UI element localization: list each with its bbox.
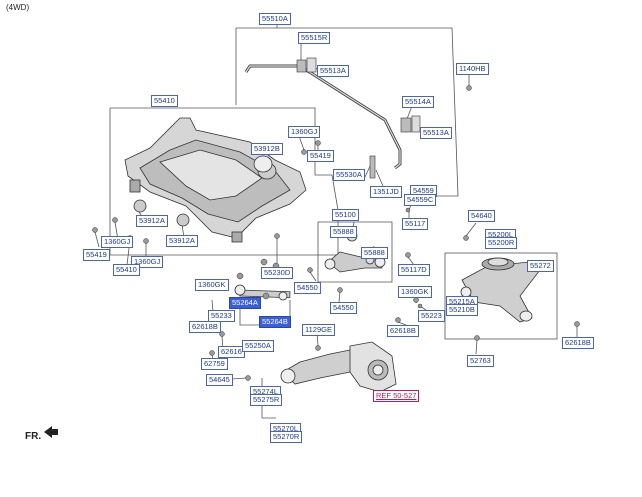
part-label[interactable]: 62616 <box>218 346 245 358</box>
part-label[interactable]: 55272 <box>527 260 554 272</box>
part-label[interactable]: 1360GJ <box>101 236 134 248</box>
trailing-arm-shape <box>280 341 397 393</box>
lower-arm-box <box>444 252 558 340</box>
part-label[interactable]: 55513A <box>317 65 349 77</box>
part-label[interactable]: 54645 <box>206 374 233 386</box>
drive-type-header: (4WD) <box>6 3 30 12</box>
part-label[interactable]: 55419 <box>83 249 110 261</box>
part-label[interactable]: 62618B <box>562 337 594 349</box>
part-label[interactable]: 55514A <box>402 96 434 108</box>
part-label[interactable]: 55270R <box>270 431 303 443</box>
part-label[interactable]: 62618B <box>189 321 221 333</box>
front-direction-label: FR. <box>25 431 42 442</box>
reference-link[interactable]: REF 50-527 <box>373 390 420 402</box>
part-label[interactable]: 55888 <box>361 247 388 259</box>
part-label[interactable]: 55250A <box>242 340 274 352</box>
part-label[interactable]: 62618B <box>387 325 419 337</box>
crossmember-box <box>109 107 339 256</box>
part-label[interactable]: 55210B <box>446 304 478 316</box>
part-label[interactable]: 1360GK <box>398 286 432 298</box>
part-label[interactable]: 54559C <box>404 194 437 206</box>
part-label[interactable]: 55117 <box>402 218 429 230</box>
part-label[interactable]: 55515R <box>298 32 331 44</box>
part-label[interactable]: 55510A <box>259 13 291 25</box>
part-label[interactable]: 54550 <box>330 302 357 314</box>
part-label[interactable]: 55200R <box>485 237 518 249</box>
crossmember-shape <box>124 117 307 243</box>
front-arrow-icon <box>44 426 58 438</box>
part-label[interactable]: 55100 <box>332 209 359 221</box>
upper-arm-shape <box>324 230 386 273</box>
part-label[interactable]: 54640 <box>468 210 495 222</box>
part-label[interactable]: 53912A <box>136 215 168 227</box>
part-label[interactable]: 55888 <box>330 226 357 238</box>
part-label-highlighted[interactable]: 55264A <box>229 297 261 309</box>
part-label[interactable]: 52763 <box>467 355 494 367</box>
part-label[interactable]: 1140HB <box>456 63 489 75</box>
part-label[interactable]: 54550 <box>294 282 321 294</box>
part-label[interactable]: 55410 <box>151 95 178 107</box>
part-label[interactable]: 55530A <box>333 169 365 181</box>
part-label[interactable]: 1351JD <box>370 186 402 198</box>
stabilizer-bar-shape <box>244 57 421 179</box>
part-label[interactable]: 1360GK <box>195 279 229 291</box>
part-label-highlighted[interactable]: 55264B <box>259 316 291 328</box>
part-label[interactable]: 55230D <box>261 267 294 279</box>
part-label[interactable]: 55513A <box>420 127 452 139</box>
lower-arm-shape <box>460 257 541 323</box>
part-label[interactable]: 55419 <box>307 150 334 162</box>
part-label[interactable]: 55275R <box>250 394 283 406</box>
upper-arm-box <box>317 221 393 283</box>
part-label[interactable]: 1360GJ <box>288 126 321 138</box>
part-label[interactable]: 55233 <box>208 310 235 322</box>
part-label[interactable]: 1129GE <box>302 324 335 336</box>
part-label[interactable]: 55410 <box>113 264 140 276</box>
part-label[interactable]: 53912A <box>166 235 198 247</box>
part-label[interactable]: 53912B <box>251 143 283 155</box>
part-label[interactable]: 62759 <box>201 358 228 370</box>
part-label[interactable]: 55223 <box>418 310 445 322</box>
part-label[interactable]: 55117D <box>398 264 430 276</box>
